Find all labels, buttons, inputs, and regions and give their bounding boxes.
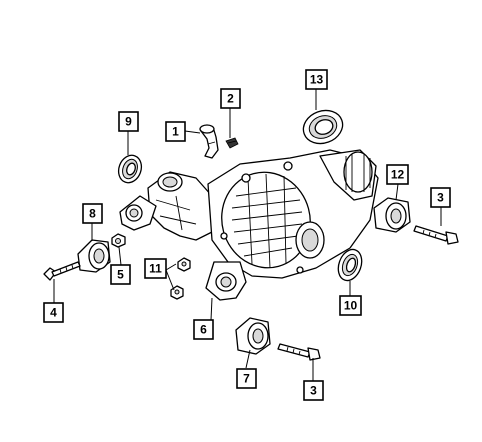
callout-label-9: 9 (125, 115, 132, 129)
callout-label-6: 6 (200, 323, 207, 337)
bushing-8 (77, 239, 111, 273)
vent-fitting-1 (199, 124, 219, 159)
callout-label-8: 8 (89, 207, 96, 221)
callout-label-5: 5 (117, 268, 124, 282)
callout-label-13: 13 (310, 73, 324, 87)
bushing-7 (235, 317, 271, 355)
callout-7: 7 (236, 368, 257, 389)
callout-5: 5 (110, 264, 131, 285)
differential-housing-6 (119, 149, 379, 301)
callout-12: 12 (386, 164, 409, 185)
nuts-11 (170, 257, 191, 300)
callout-label-3-upper: 3 (437, 191, 444, 205)
nut-5 (111, 233, 126, 248)
callout-4: 4 (43, 302, 64, 323)
plug-2 (225, 137, 239, 149)
callout-1: 1 (165, 121, 186, 142)
callout-label-1: 1 (172, 125, 179, 139)
bolt-3-lower (277, 343, 321, 361)
bolt-4 (43, 261, 81, 281)
callout-9: 9 (118, 111, 139, 132)
callout-13: 13 (305, 69, 328, 90)
callout-label-12: 12 (391, 168, 405, 182)
callout-label-4: 4 (50, 306, 57, 320)
callout-3-lower: 3 (303, 380, 324, 401)
callout-label-3-lower: 3 (310, 384, 317, 398)
callout-label-11: 11 (149, 262, 162, 276)
callout-2: 2 (220, 88, 241, 109)
callout-label-2: 2 (227, 92, 234, 106)
callout-8: 8 (82, 203, 103, 224)
callout-10: 10 (339, 295, 362, 316)
callout-11: 11 (144, 258, 167, 279)
callout-label-10: 10 (344, 299, 358, 313)
callout-label-7: 7 (243, 372, 250, 386)
callout-3-upper: 3 (430, 187, 451, 208)
callout-6: 6 (193, 319, 214, 340)
seal-ring-10 (337, 248, 363, 282)
seal-ring-13 (302, 109, 344, 145)
bushing-12 (373, 197, 411, 233)
seal-ring-9 (117, 154, 143, 184)
leader-lines (53, 89, 442, 381)
bolt-3-upper (413, 225, 459, 245)
